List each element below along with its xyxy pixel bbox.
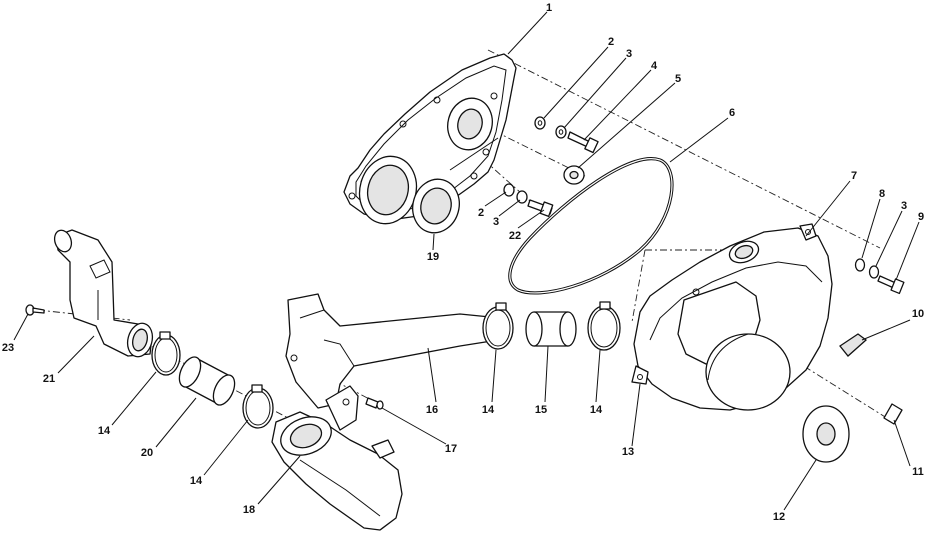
callout-label: 3 <box>493 216 499 228</box>
intake-tube <box>53 229 154 358</box>
callout-label: 20 <box>141 447 153 459</box>
callout-label: 1 <box>546 2 552 14</box>
intake-screw <box>25 304 45 316</box>
callout-label: 14 <box>190 475 203 487</box>
callout-label: 10 <box>912 308 924 320</box>
callout-label: 23 <box>2 342 14 354</box>
callout-label: 14 <box>482 404 495 416</box>
callout-labels: 1234567839101112131415141617181420142123… <box>2 2 924 523</box>
upper-fastener-set <box>534 116 599 154</box>
callout-label: 18 <box>243 504 255 516</box>
callout-label: 19 <box>427 251 439 263</box>
callout-label: 4 <box>651 60 658 72</box>
callout-label: 2 <box>478 207 484 219</box>
callout-label: 22 <box>509 230 521 242</box>
lower-fastener-set <box>503 183 554 217</box>
callout-label: 7 <box>851 170 857 182</box>
callout-label: 3 <box>626 48 632 60</box>
sleeve-upper <box>525 311 577 347</box>
clamp-b <box>587 301 621 351</box>
clamp-c <box>151 331 181 376</box>
drive-belt <box>508 157 674 295</box>
clamp-d <box>242 384 274 429</box>
callout-label: 3 <box>901 200 907 212</box>
callout-label: 5 <box>675 73 681 85</box>
disc <box>802 405 850 463</box>
cover-fastener-set <box>854 258 905 295</box>
clamp-a <box>482 302 514 350</box>
callout-label: 12 <box>773 511 785 523</box>
callout-label: 13 <box>622 446 634 458</box>
leader-lines <box>13 11 920 511</box>
duct-screw <box>365 397 384 410</box>
lower-duct <box>271 411 403 531</box>
spacer <box>563 165 585 185</box>
inner-cover <box>343 53 517 225</box>
callout-label: 14 <box>98 425 111 437</box>
plate <box>883 403 903 425</box>
callout-label: 21 <box>43 373 55 385</box>
callout-label: 17 <box>445 443 457 455</box>
callout-label: 8 <box>879 188 885 200</box>
duct <box>285 293 501 431</box>
callout-label: 16 <box>426 404 438 416</box>
outer-clutch-cover <box>631 223 833 411</box>
callout-label: 9 <box>918 211 924 223</box>
callout-label: 6 <box>729 107 735 119</box>
callout-label: 2 <box>608 36 614 48</box>
callout-label: 11 <box>912 466 924 478</box>
sleeve-lower <box>178 356 236 406</box>
clip <box>839 333 868 357</box>
seal-ring <box>412 178 460 234</box>
callout-label: 15 <box>535 404 547 416</box>
callout-label: 14 <box>590 404 603 416</box>
